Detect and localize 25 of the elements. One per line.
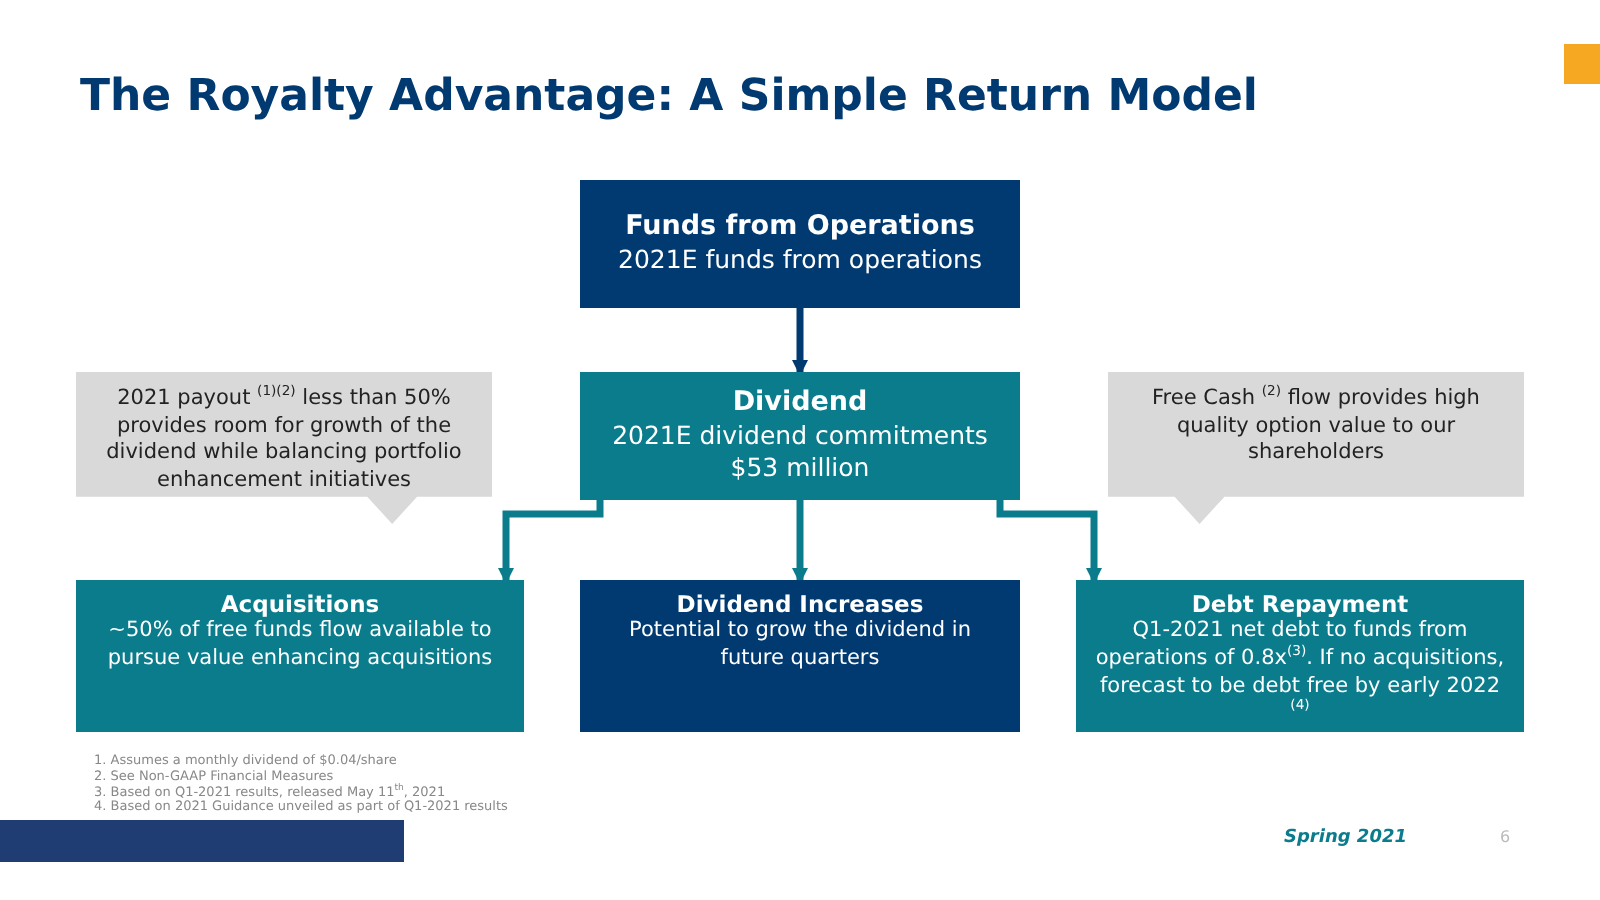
process-box (580, 580, 1020, 732)
slide-title: The Royalty Advantage: A Simple Return Model (80, 72, 1258, 122)
box-text: Potential to grow the dividend in future quarters (627, 618, 973, 674)
box-heading: Dividend (732, 386, 868, 421)
process-box (76, 580, 524, 732)
callout-box (76, 372, 492, 524)
arrow (996, 500, 1102, 584)
box-text: Free Cash $^{(2)}$ flow provides high quality option value to our shareholders (1150, 386, 1482, 468)
date-label: Spring 2021 (1284, 828, 1407, 848)
box-heading: Dividend Increases (676, 590, 924, 619)
process-box (580, 180, 1020, 308)
callout-box (1108, 372, 1524, 524)
box-heading: Funds from Operations (625, 210, 975, 245)
box-text: 2021E dividend commitments $53 million (610, 420, 990, 486)
arrow (498, 500, 604, 584)
box-text: ~50% of free funds flow available to pursue value enhancing acquisitions (105, 618, 495, 674)
box-text: 2021E funds from operations (618, 244, 982, 278)
box-text: 2021 payout $^{(1)(2)}$ less than 50% provides room for growth of the dividend while balancing portfolio enhancement initiatives (104, 386, 464, 496)
process-box (1076, 580, 1524, 732)
arrow (792, 500, 808, 584)
arrow (792, 308, 808, 376)
process-box (580, 372, 1020, 500)
page-number: 6 (1500, 828, 1511, 846)
box-heading: Acquisitions (220, 590, 380, 619)
box-heading: Debt Repayment (1191, 590, 1409, 619)
